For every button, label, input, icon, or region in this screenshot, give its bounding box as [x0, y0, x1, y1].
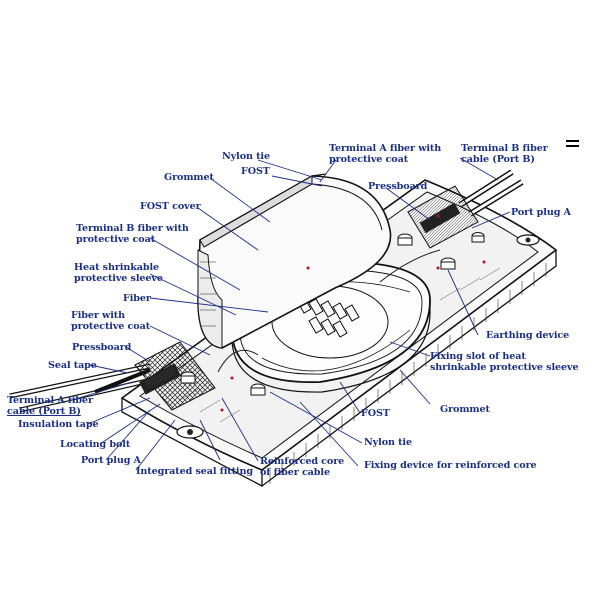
label-terminal-a-fiber-cable: Terminal A fiber cable (Port B)	[7, 395, 93, 417]
label-locating-bolt: Locating bolt	[60, 439, 131, 450]
label-integrated-seal-fitting: Integrated seal fitting	[136, 466, 253, 477]
label-earthing-device: Earthing device	[486, 330, 570, 341]
label-heat-shrinkable-sleeve: Heat shrinkable protective sleeve	[74, 262, 163, 284]
left-cables	[9, 363, 161, 413]
label-nylon-tie-top: Nylon tie	[222, 151, 270, 162]
label-terminal-b-fiber-cable: Terminal B fiber cable (Port B)	[461, 143, 548, 165]
equals-glyph	[566, 140, 579, 147]
label-pressboard-left: Pressboard	[72, 342, 132, 353]
label-port-plug-a-left: Port plug A	[81, 455, 141, 466]
label-fost-cover: FOST cover	[140, 201, 201, 212]
label-port-plug-a-right: Port plug A	[511, 207, 571, 218]
label-insulation-tape: Insulation tape	[18, 419, 99, 430]
side-ribs	[269, 263, 547, 484]
label-nylon-tie-bottom: Nylon tie	[364, 437, 412, 448]
label-seal-tape: Seal tape	[48, 360, 97, 371]
right-cables	[458, 169, 524, 217]
label-grommet-bottom: Grommet	[440, 404, 490, 415]
label-fiber-with-coat: Fiber with protective coat	[71, 310, 151, 332]
label-reinforced-core: Reinforced core of fiber cable	[260, 456, 345, 478]
label-terminal-b-fiber-coat: Terminal B fiber with protective coat	[76, 223, 189, 245]
leader-lines	[71, 157, 511, 471]
label-terminal-a-fiber-coat: Terminal A fiber with protective coat	[329, 143, 442, 165]
label-fost-top: FOST	[241, 166, 270, 177]
label-fixing-slot: Fixing slot of heat shrinkable protectiv…	[430, 351, 579, 373]
label-fixing-device-reinforced: Fixing device for reinforced core	[364, 460, 537, 471]
label-grommet-top: Grommet	[164, 172, 214, 183]
label-fost-bottom: FOST	[361, 408, 390, 419]
label-pressboard-top: Pressboard	[368, 181, 428, 192]
label-fiber: Fiber	[123, 293, 151, 304]
